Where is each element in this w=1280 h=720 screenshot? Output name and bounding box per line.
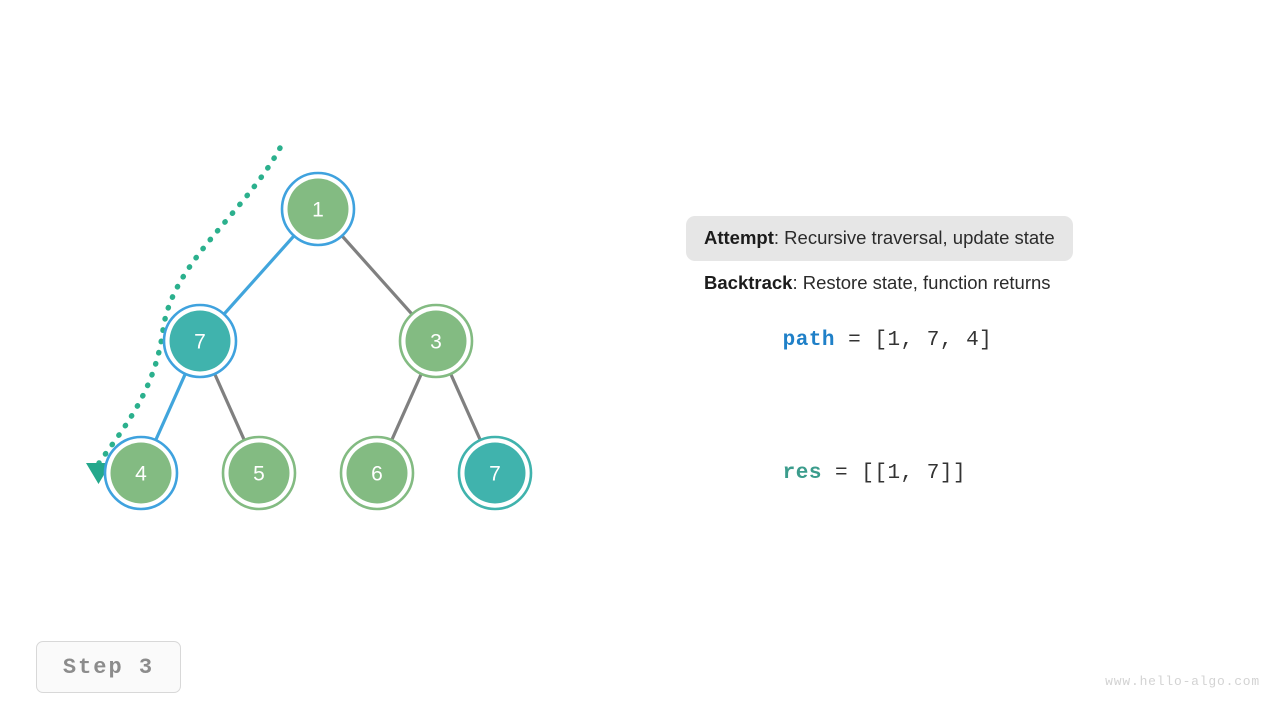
tree-node-n5[interactable]: 5 [221, 435, 297, 511]
res-variable-row: res = [[1, 7]] [686, 439, 1246, 508]
path-variable-row: path = [1, 7, 4] [686, 306, 1246, 375]
node-circle-n1 [287, 178, 349, 240]
path-variable-value: [1, 7, 4] [874, 328, 993, 352]
node-circle-n7 [464, 442, 526, 504]
node-circle-n5 [228, 442, 290, 504]
backtrack-row: Backtrack: Restore state, function retur… [686, 261, 1069, 306]
tree-node-n3[interactable]: 3 [398, 303, 474, 379]
binary-tree-diagram: 1 7 3 4 5 6 7 [86, 145, 533, 511]
node-circle-n6 [346, 442, 408, 504]
node-label-n3: 3 [430, 331, 442, 354]
site-watermark: www.hello-algo.com [1105, 674, 1260, 689]
node-label-n6: 6 [371, 463, 383, 486]
path-variable-assign: = [835, 328, 875, 352]
res-variable-name: res [782, 461, 822, 485]
backtrack-lead: Backtrack [704, 271, 793, 293]
backtrack-text: : Restore state, function returns [792, 271, 1051, 293]
node-circle-n4 [110, 442, 172, 504]
tree-node-n2[interactable]: 7 [162, 303, 238, 379]
node-circle-n3 [405, 310, 467, 372]
attempt-row: Attempt: Recursive traversal, update sta… [686, 216, 1073, 261]
node-label-n4: 4 [135, 463, 147, 486]
tree-node-n1[interactable]: 1 [280, 171, 356, 247]
attempt-lead: Attempt [704, 227, 774, 248]
node-label-n2: 7 [194, 331, 206, 354]
tree-node-n7[interactable]: 7 [457, 435, 533, 511]
node-label-n7: 7 [489, 463, 501, 486]
tree-node-n4[interactable]: 4 [103, 435, 179, 511]
panel-spacer [686, 375, 1246, 439]
res-variable-assign: = [821, 461, 862, 485]
node-circle-n2 [169, 310, 231, 372]
node-label-n1: 1 [312, 199, 324, 222]
attempt-text: : Recursive traversal, update state [773, 227, 1055, 248]
res-variable-value: [[1, 7]] [861, 461, 967, 485]
node-label-n5: 5 [253, 463, 265, 486]
path-variable-name: path [782, 328, 836, 352]
tree-node-n6[interactable]: 6 [339, 435, 415, 511]
step-badge: Step 3 [36, 641, 181, 693]
backtrack-dotted-path [96, 145, 283, 466]
explanation-panel: Attempt: Recursive traversal, update sta… [686, 216, 1246, 508]
